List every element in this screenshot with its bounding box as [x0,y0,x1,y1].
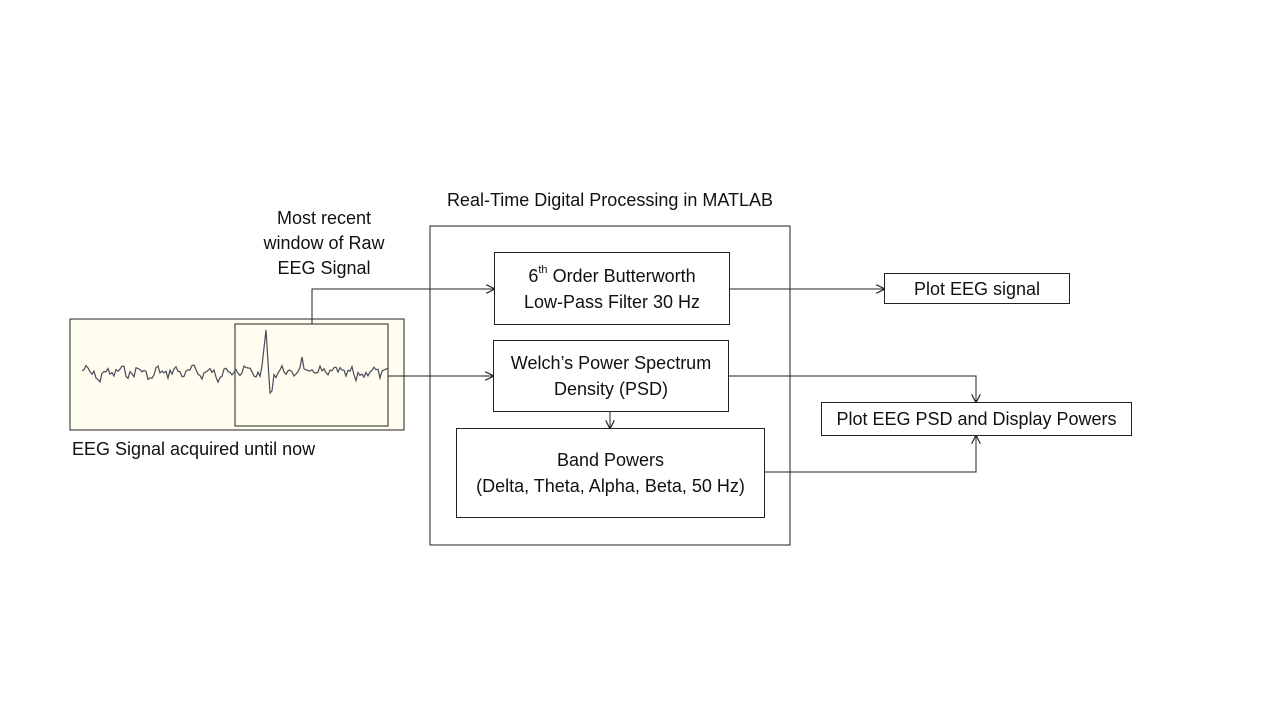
filter-order: 6 [528,265,539,286]
filter-block-line1: 6th Order Butterworth [528,263,695,289]
plot-eeg-signal-block: Plot EEG signal [884,273,1070,304]
filter-block-line2: Low-Pass Filter 30 Hz [523,291,701,312]
recent-window-line3: EEG Signal [277,258,371,278]
welch-psd-block: Welch’s Power Spectrum Density (PSD) [493,340,729,412]
filter-order-suffix: th [538,263,548,276]
eeg-signal-trace [81,329,389,395]
plot-psd-label: Plot EEG PSD and Display Powers [836,409,1117,429]
psd-block-line1: Welch’s Power Spectrum [510,353,712,373]
plot-psd-block: Plot EEG PSD and Display Powers [821,402,1132,436]
psd-to-plot-arrow [728,375,976,402]
acquired-signal-label: EEG Signal acquired until now [72,439,316,459]
recent-window-line2: window of Raw [263,233,385,253]
plot-signal-label: Plot EEG signal [913,278,1041,299]
recent-window-label: Most recent window of Raw EEG Signal [243,206,405,281]
filter-line1-rest: Order Butterworth [547,265,696,286]
band-to-plot-arrow [764,436,976,473]
band-block-line1: Band Powers [556,450,665,470]
recent-window-line1: Most recent [276,208,372,228]
diagram-title: Real-Time Digital Processing in MATLAB [446,190,774,210]
processing-container [429,225,791,546]
window-to-filter-arrow [311,289,494,324]
band-powers-block: Band Powers (Delta, Theta, Alpha, Beta, … [456,428,765,518]
band-block-line2: (Delta, Theta, Alpha, Beta, 50 Hz) [476,476,745,496]
psd-block-line2: Density (PSD) [553,379,669,399]
butterworth-filter-block: 6th Order Butterworth Low-Pass Filter 30… [494,252,730,325]
